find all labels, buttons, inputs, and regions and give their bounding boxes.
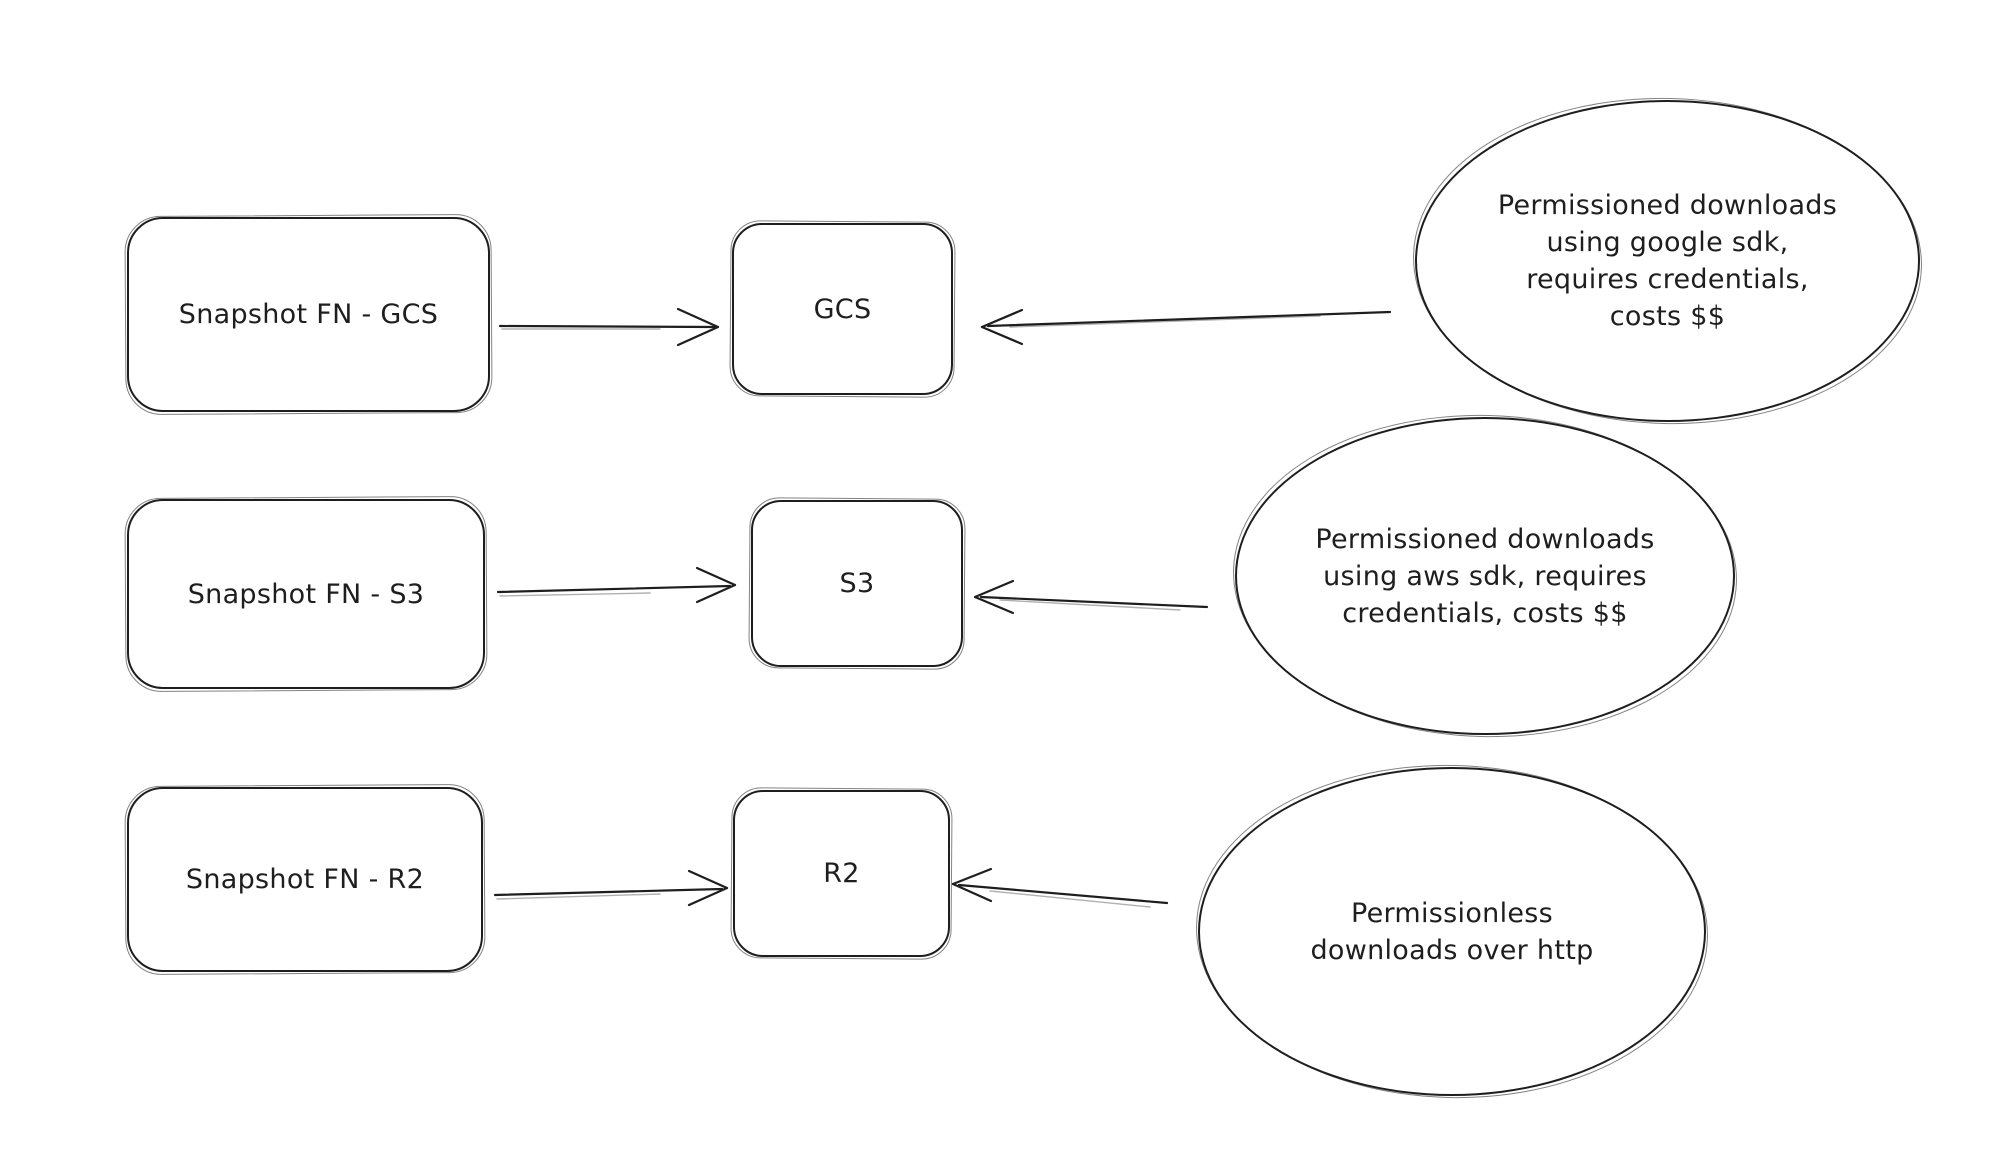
node-snapshot-fn-r2: Snapshot FN - R2 <box>127 787 483 972</box>
node-label: GCS <box>813 293 872 325</box>
node-label: Snapshot FN - R2 <box>185 864 425 895</box>
node-snapshot-fn-s3: Snapshot FN - S3 <box>127 499 485 689</box>
note-s3-permissioned-downloads: Permissioned downloads using aws sdk, re… <box>1235 417 1735 735</box>
arrow-snapshot-gcs-to-gcs <box>498 307 720 347</box>
note-text: Permissioned downloads using google sdk,… <box>1497 190 1838 332</box>
node-label: R2 <box>823 858 860 889</box>
node-label: Snapshot FN - GCS <box>178 299 439 330</box>
arrow-note-to-r2 <box>951 867 1169 908</box>
node-label: S3 <box>839 568 875 599</box>
note-r2-permissionless-downloads: Permissionless downloads over http <box>1198 767 1706 1096</box>
arrow-note-to-gcs <box>980 308 1392 346</box>
note-gcs-permissioned-downloads: Permissioned downloads using google sdk,… <box>1415 100 1920 422</box>
node-gcs: GCS <box>732 223 953 395</box>
node-r2: R2 <box>733 790 950 957</box>
arrow-snapshot-s3-to-s3 <box>496 566 737 604</box>
arrow-note-to-s3 <box>973 579 1209 615</box>
node-label: Snapshot FN - S3 <box>187 578 425 610</box>
note-text: Permissionless downloads over http <box>1310 897 1594 966</box>
arrow-snapshot-r2-to-r2 <box>493 869 729 907</box>
node-snapshot-fn-gcs: Snapshot FN - GCS <box>127 217 490 412</box>
node-s3: S3 <box>751 500 963 667</box>
note-text: Permissioned downloads using aws sdk, re… <box>1315 523 1655 629</box>
